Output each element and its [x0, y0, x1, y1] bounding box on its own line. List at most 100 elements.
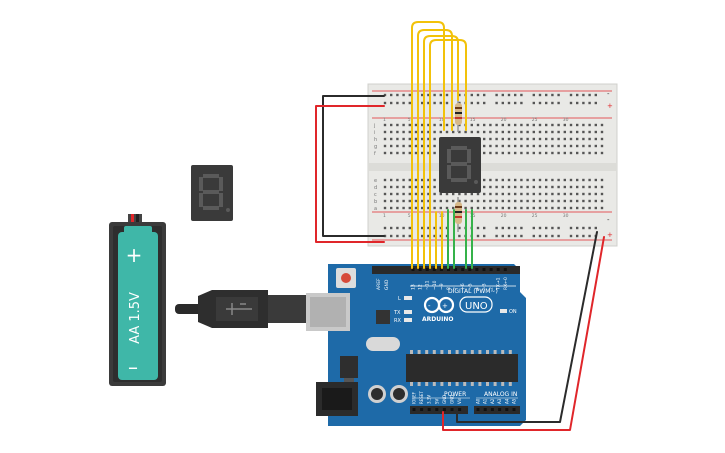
atmega-chip: [406, 354, 518, 382]
aref-label: AREF: [376, 278, 382, 290]
analog-pin-label: A2: [490, 398, 495, 404]
digital-pin-label: TX→1: [496, 277, 502, 291]
column-number: 25: [532, 213, 538, 219]
digital-pin-label: ~10: [432, 280, 438, 290]
column-number: 25: [532, 117, 538, 123]
rail-minus-top: -: [607, 90, 610, 98]
uno-badge: [459, 296, 493, 313]
analog-pin-label: A5: [512, 398, 517, 404]
row-letter: i: [374, 130, 375, 136]
row-letter: j: [373, 123, 375, 129]
power-pin-label: 5V: [434, 398, 439, 404]
power-pin-label: IOREF: [412, 391, 417, 404]
power-header[interactable]: [410, 406, 468, 414]
analog-in-label: ANALOG IN: [484, 391, 517, 398]
column-number: 5: [408, 213, 411, 219]
usb-cable[interactable]: [175, 290, 306, 328]
digital-pin-label: ~11: [425, 280, 431, 290]
analog-pin-label: A0: [476, 398, 481, 404]
digital-pin-label: 7: [453, 287, 459, 290]
rail-plus-top: +: [607, 102, 613, 110]
led-l-label: L: [398, 296, 401, 302]
analog-pin-label: A3: [497, 398, 502, 404]
svg-text:-: -: [428, 302, 431, 310]
arduino-brand-label: ARDUINO: [422, 316, 453, 323]
digital-pin-label: 8: [446, 287, 452, 290]
wires[interactable]: [315, 21, 605, 431]
power-pin-label: GND: [450, 395, 455, 404]
power-pin-label: Vin: [457, 397, 462, 404]
digital-pin-label: ~5: [467, 283, 473, 290]
voltage-regulator: [340, 356, 358, 378]
on-label: ON: [509, 309, 517, 315]
row-letter: d: [374, 185, 377, 191]
column-number: 10: [439, 117, 445, 123]
digital-pin-label: ~6: [460, 283, 466, 290]
digital-pin-label: 2: [489, 287, 495, 290]
breadboard-seven-segment-display[interactable]: [439, 137, 481, 193]
resistor-bottom[interactable]: [455, 197, 462, 232]
crystal-oscillator: [366, 337, 400, 351]
battery-label: AA 1.5V: [128, 292, 143, 344]
battery-holder[interactable]: + AA 1.5V –: [109, 214, 166, 386]
digital-pin-label: ~3: [482, 283, 488, 290]
digit-eight-icon: [447, 146, 478, 184]
resistor-top[interactable]: [455, 98, 462, 132]
column-number: 30: [563, 213, 569, 219]
digital-pwm-label: DIGITAL (PWM~): [448, 288, 498, 295]
analog-header[interactable]: [474, 406, 520, 414]
uno-label: UNO: [465, 301, 488, 312]
reset-button-cap: [341, 273, 351, 283]
center-channel: [368, 163, 617, 171]
column-number: 20: [501, 213, 507, 219]
analog-pin-label: A4: [504, 398, 509, 404]
column-number: 5: [408, 117, 411, 123]
wire-red-to-5v[interactable]: [442, 236, 605, 431]
wire-black-top-rail[interactable]: [322, 95, 385, 237]
row-letter: h: [374, 137, 377, 143]
led-rx: [404, 318, 412, 322]
digital-pin-label: 4: [474, 287, 480, 290]
column-number: 1: [383, 117, 386, 123]
row-letter: f: [374, 151, 376, 157]
column-number: 15: [470, 117, 476, 123]
analog-pin-label: A1: [483, 398, 488, 404]
power-pin-label: RESET: [419, 391, 424, 404]
gnd-label: GND: [384, 279, 390, 290]
digital-pin-label: ~9: [439, 283, 445, 290]
battery-plus-label: +: [126, 243, 143, 267]
led-l: [404, 296, 412, 300]
wire-yellow-1[interactable]: [411, 21, 445, 269]
digital-pin-label: 12: [418, 284, 424, 290]
on-led: [500, 309, 507, 313]
digit-eight-icon: [199, 174, 230, 212]
row-letter: e: [374, 178, 377, 184]
digital-pin-label: RX←0: [503, 277, 509, 290]
column-number: 1: [383, 213, 386, 219]
usb-icon: [226, 303, 252, 315]
led-tx: [404, 310, 412, 314]
column-number: 20: [501, 117, 507, 123]
rail-plus-bottom: +: [607, 231, 613, 239]
row-letter: g: [374, 144, 377, 150]
breadboard[interactable]: + - + - jihgfedcba1155101015152020252530…: [367, 83, 618, 247]
atmega-chip-pins: [410, 350, 512, 386]
digital-header[interactable]: [372, 266, 520, 274]
arduino-infinity-logo-icon: - +: [423, 296, 455, 314]
svg-text:+: +: [442, 302, 448, 310]
row-letter: b: [374, 199, 377, 205]
rail-minus-bottom: -: [607, 216, 610, 224]
wire-red-top-rail[interactable]: [315, 105, 385, 243]
loose-seven-segment-display[interactable]: [191, 165, 233, 221]
wire-yellow-2[interactable]: [417, 29, 453, 269]
digital-pin-label: 13: [411, 284, 417, 290]
wire-black-to-gnd[interactable]: [456, 231, 598, 423]
power-pin-label: GND: [442, 395, 447, 404]
led-tx-label: TX: [393, 310, 401, 316]
wire-yellow-4[interactable]: [429, 39, 467, 269]
